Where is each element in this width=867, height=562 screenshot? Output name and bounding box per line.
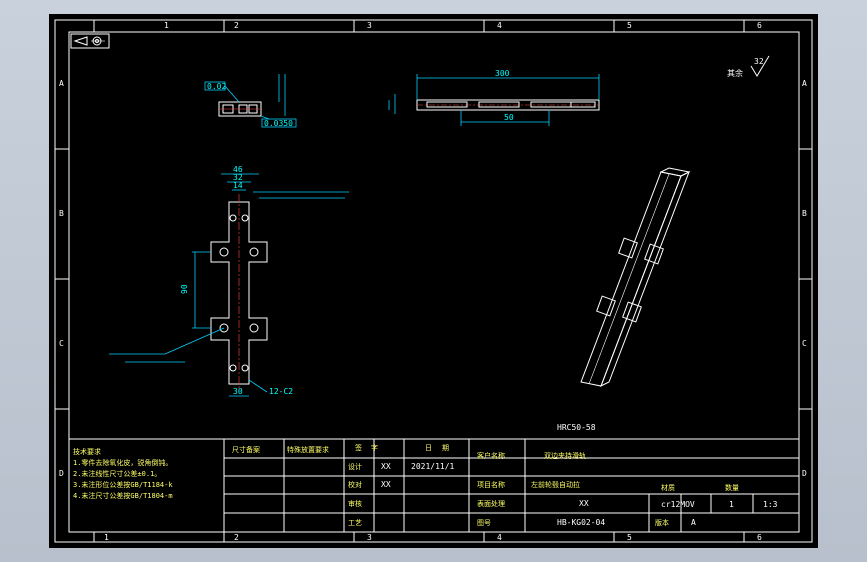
zone-number: 1 (164, 21, 169, 30)
tb-material-label: 材质 (661, 483, 675, 492)
tb-header: 字 (371, 443, 378, 452)
tb-project-value: 左前轮毂自动拉 (531, 480, 580, 489)
zone-number: 6 (757, 533, 762, 542)
tb-treatment-label: 表面处理 (477, 499, 505, 508)
zone-number: 5 (627, 533, 632, 542)
zone-number: 3 (367, 533, 372, 542)
tb-drawing-no: HB-KG02-04 (557, 518, 605, 527)
zone-letter: C (59, 339, 64, 348)
tb-version-value: A (691, 518, 696, 527)
zone-numbers: 1 2 3 4 5 6 1 2 3 4 5 6 (104, 21, 762, 542)
tolerance-label: 0.02 (207, 82, 226, 91)
zone-letters: A B C D A B C D (59, 79, 807, 478)
side-view-inner: 32 (233, 173, 243, 182)
zone-number: 4 (497, 533, 502, 542)
title-block: 尺寸备案 特殊放置要求 签 字 日 期 设计 XX 2021/11/1 校对 X… (68, 438, 800, 533)
tech-req-item: 3.未注形位公差按GB/T1184-k (73, 480, 173, 489)
small-end-view: 0.02 0.0350 (204, 74, 297, 128)
zone-number: 4 (497, 21, 502, 30)
tb-project-label: 项目名称 (477, 480, 505, 489)
zone-letter: A (59, 79, 64, 88)
tolerance-label: 0.0350 (264, 119, 293, 128)
tb-check-label: 校对 (348, 480, 362, 489)
svg-text:其余: 其余 (727, 68, 743, 78)
tb-qty-value: 1 (729, 500, 734, 509)
tb-drawing-no-label: 图号 (477, 519, 491, 527)
zone-number: 5 (627, 21, 632, 30)
tech-requirements: 技术要求 1.零件去除氧化皮，锐角倒钝。 2.未注线性尺寸公差±0.1。 3.未… (73, 447, 173, 500)
tb-header: 签 (355, 443, 362, 452)
tb-review-label: 审核 (348, 499, 362, 508)
tb-design-value: XX (381, 462, 391, 471)
top-view: 300 50 (388, 69, 600, 126)
drawing-sheet: 1 2 3 4 5 6 1 2 3 4 5 6 A B C D A B C D (49, 14, 818, 548)
tb-header: 尺寸备案 (232, 445, 260, 454)
zone-letter: B (802, 209, 807, 218)
side-view: 46 32 14 90 30 12-C2 (109, 165, 349, 397)
side-view-pitch: 90 (180, 284, 189, 294)
hardness-note: HRC50-58 (557, 423, 596, 432)
zone-letter: D (802, 469, 807, 478)
tech-req-item: 1.零件去除氧化皮，锐角倒钝。 (73, 458, 172, 467)
zone-letter: D (59, 469, 64, 478)
tb-design-label: 设计 (348, 462, 362, 471)
zone-letter: B (59, 209, 64, 218)
outer-frame (54, 19, 813, 543)
tech-req-item: 4.未注尺寸公差按GB/T1804-m (73, 491, 173, 500)
tech-req-item: 2.未注线性尺寸公差±0.1。 (73, 469, 161, 478)
tb-scale-value: 1:3 (763, 500, 778, 509)
tb-date: 2021/11/1 (411, 462, 455, 471)
roughness-symbol: 其余 32 (727, 55, 770, 78)
zone-letter: A (802, 79, 807, 88)
tb-version-label: 版本 (655, 518, 669, 527)
roughness-value: 32 (754, 57, 764, 66)
side-view-chamfer: 12-C2 (269, 387, 293, 396)
tb-treatment-value: XX (579, 499, 589, 508)
zone-number: 3 (367, 21, 372, 30)
side-view-width: 46 (233, 165, 243, 174)
tb-header: 特殊放置要求 (287, 445, 329, 454)
cad-drawing: 1 2 3 4 5 6 1 2 3 4 5 6 A B C D A B C D (54, 19, 813, 543)
tech-req-title: 技术要求 (73, 447, 101, 456)
top-view-pitch: 50 (504, 113, 514, 122)
tb-qty-label: 数量 (725, 483, 739, 492)
projection-symbol (70, 33, 110, 49)
tb-check-value: XX (381, 480, 391, 489)
tb-header: 日 (425, 444, 432, 452)
zone-number: 2 (234, 533, 239, 542)
tb-part-name: 双边夹持滑轨 (544, 451, 586, 460)
side-view-slot: 14 (233, 181, 243, 190)
isometric-view (580, 167, 691, 388)
tb-customer-label: 客户名称 (477, 451, 505, 460)
zone-number: 6 (757, 21, 762, 30)
zone-number: 1 (104, 533, 109, 542)
tb-material-value: cr12MOV (661, 500, 695, 509)
tb-header: 期 (442, 444, 449, 452)
tb-process-label: 工艺 (348, 519, 362, 527)
top-view-length: 300 (495, 69, 510, 78)
zone-number: 2 (234, 21, 239, 30)
zone-letter: C (802, 339, 807, 348)
side-view-bottom: 30 (233, 387, 243, 396)
